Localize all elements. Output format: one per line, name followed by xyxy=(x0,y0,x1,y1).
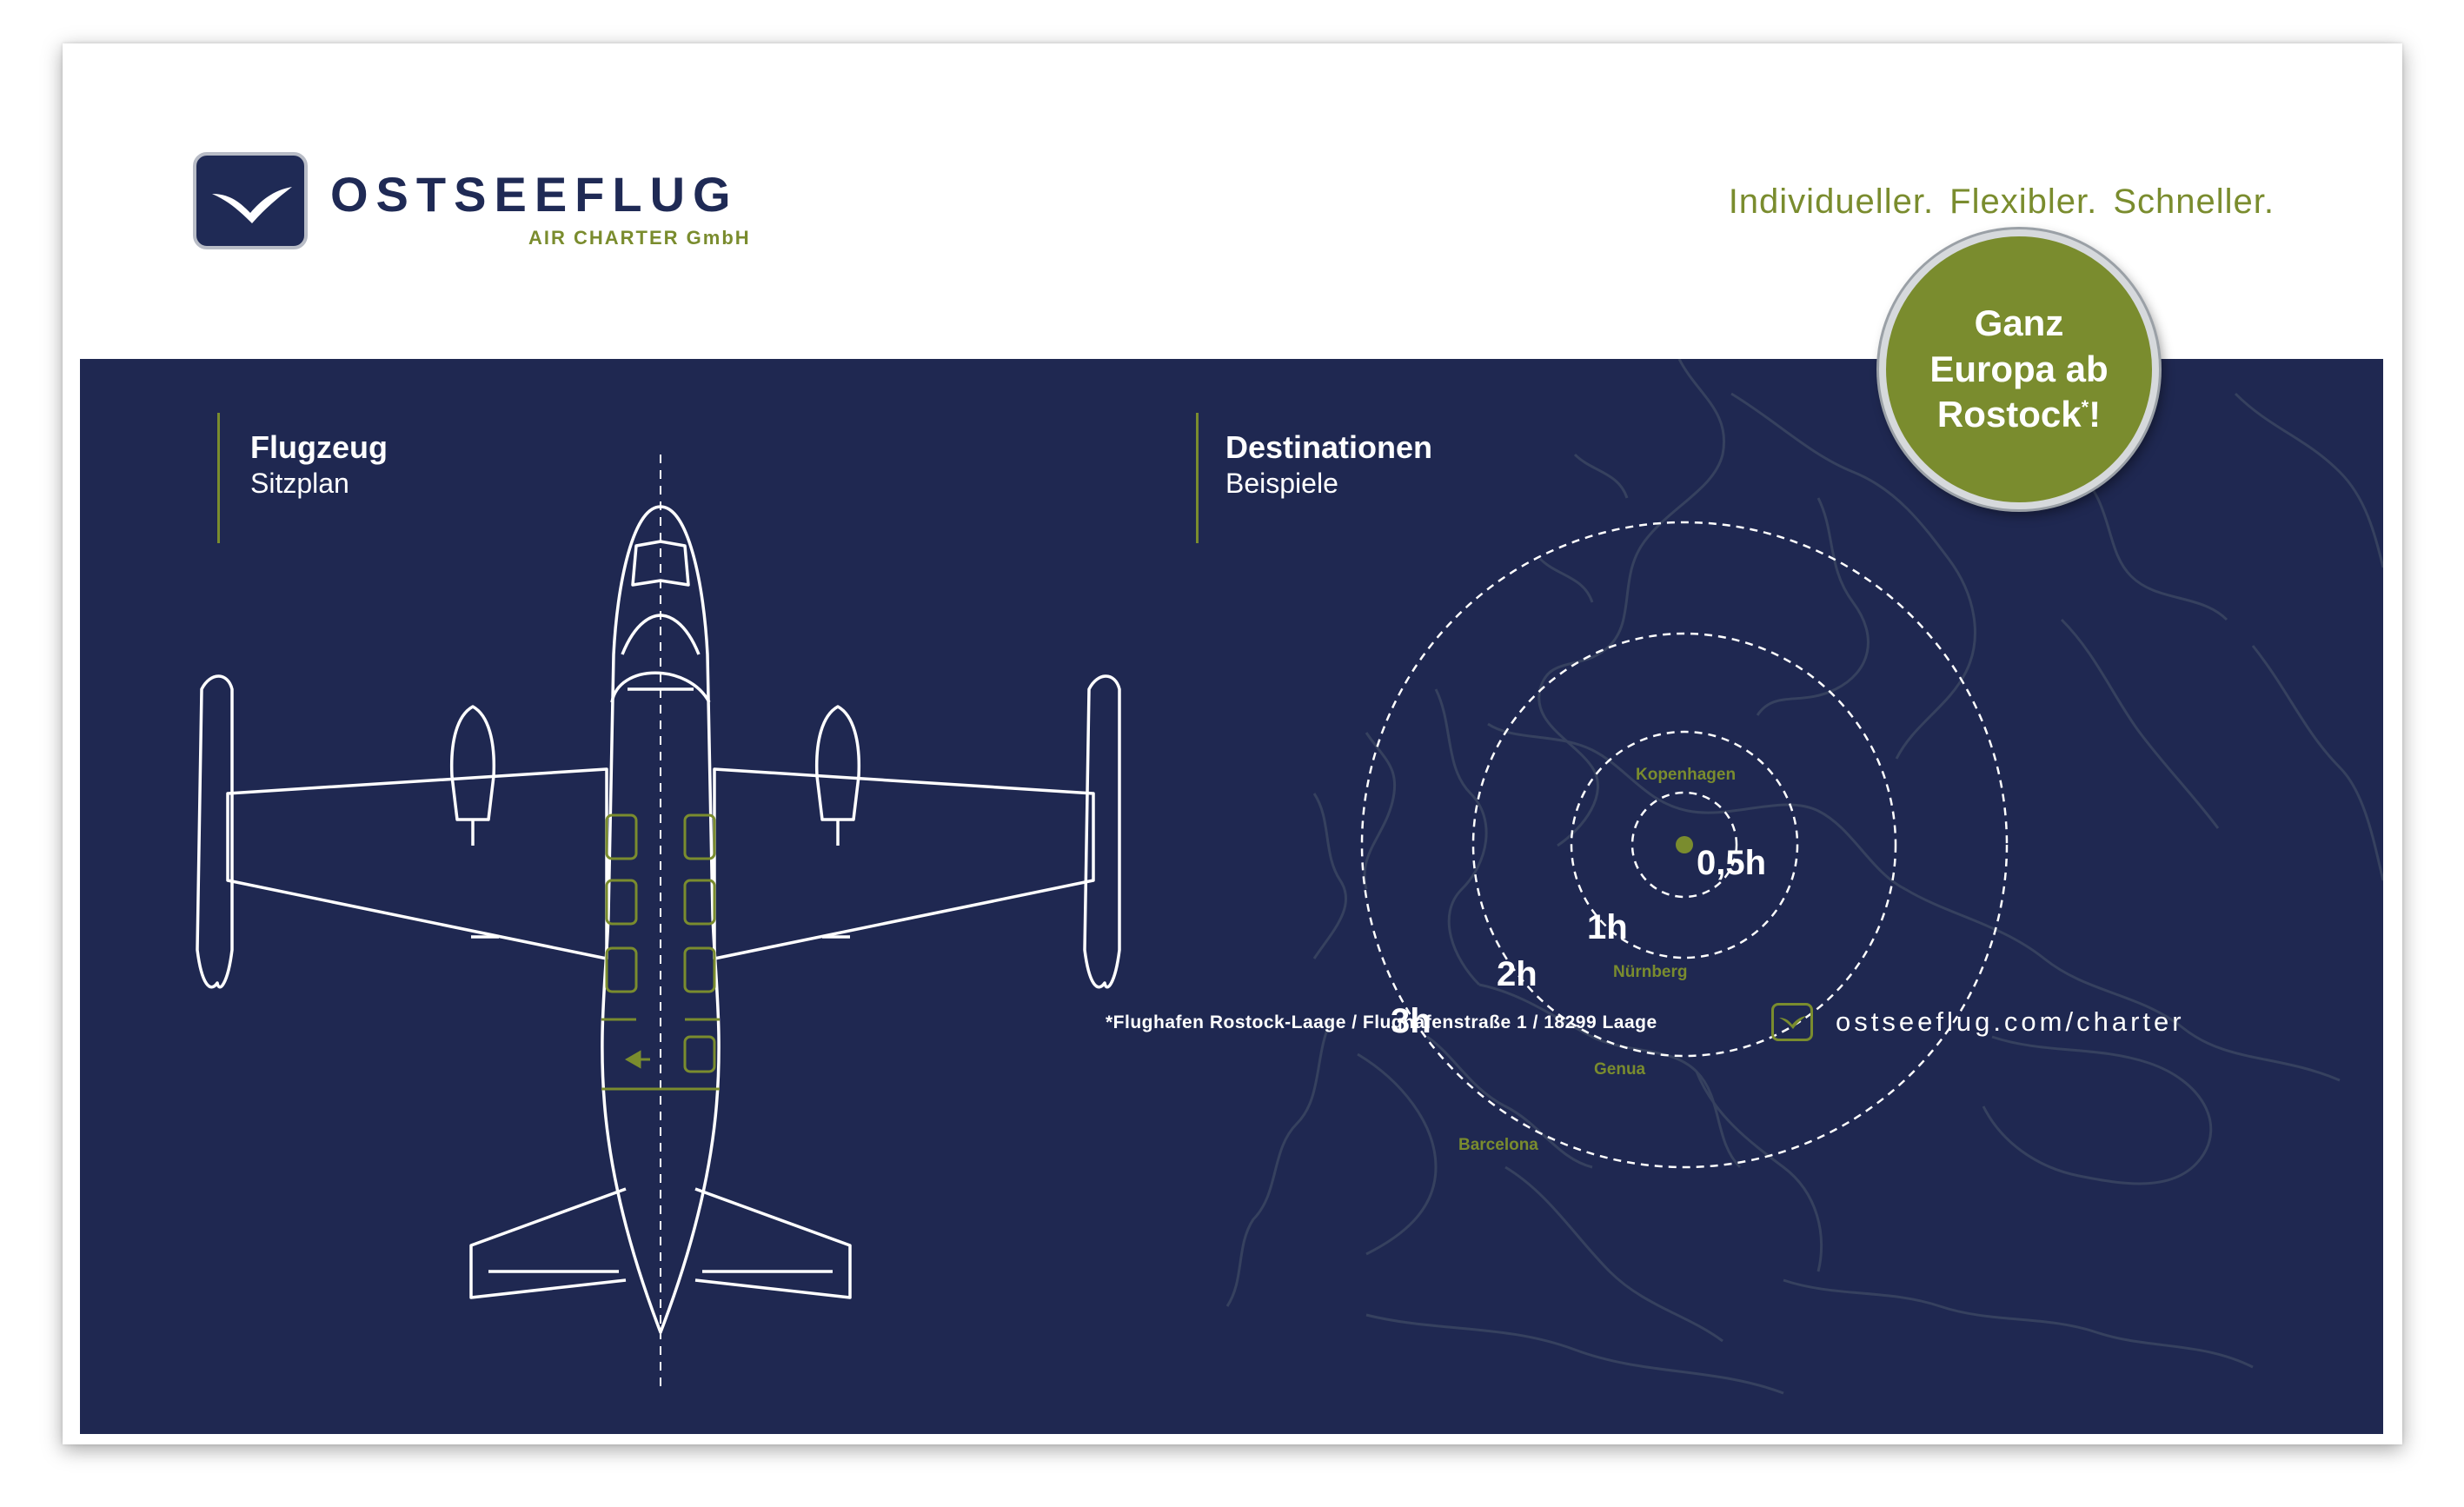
brand-subtitle: AIR CHARTER GmbH xyxy=(528,227,751,249)
airport-footnote: *Flughafen Rostock-Laage / Flughafenstra… xyxy=(1106,1012,1657,1032)
brand-name: OSTSEEFLUG xyxy=(330,167,739,222)
aircraft-section-title: Flugzeug xyxy=(250,429,388,465)
ring-0-5h xyxy=(1630,791,1738,899)
tagline: Individueller. Flexibler. Schneller. xyxy=(1728,183,2275,221)
ring-label-1h: 1h xyxy=(1587,908,1628,946)
aircraft-section-subtitle: Sitzplan xyxy=(250,468,349,499)
rostock-marker xyxy=(1676,836,1693,853)
badge-line-2: Europa ab xyxy=(1929,348,2109,389)
ring-label-3h: 3h xyxy=(1391,1002,1431,1040)
badge-exclaim: ! xyxy=(2089,394,2102,435)
info-panel: Flugzeug Sitzplan Destinationen Beispiel… xyxy=(80,359,2383,1434)
destinations-section-title: Destinationen xyxy=(1225,429,1433,465)
bird-wing-icon xyxy=(1779,1016,1806,1029)
aircraft-section-bar xyxy=(217,413,220,543)
ring-label-0-5h: 0,5h xyxy=(1697,844,1767,882)
ring-2h xyxy=(1471,632,1897,1058)
europe-map xyxy=(1225,359,2383,1395)
range-rings xyxy=(1360,521,2009,1169)
badge-rostock: Rostock xyxy=(1936,394,2082,435)
europe-badge: Ganz Europa ab Rostock*! xyxy=(1879,229,2159,509)
city-label-barcelona: Barcelona xyxy=(1458,1136,1538,1154)
ring-label-2h: 2h xyxy=(1497,955,1538,993)
city-label-kopenhagen: Kopenhagen xyxy=(1636,766,1737,784)
city-label-nuernberg: Nürnberg xyxy=(1613,963,1688,981)
destinations-section-bar xyxy=(1196,413,1199,543)
url-logo-icon xyxy=(1771,1003,1813,1041)
badge-asterisk: * xyxy=(2081,396,2089,419)
badge-line-1: Ganz xyxy=(1974,302,2064,344)
city-label-genua: Genua xyxy=(1594,1060,1646,1079)
seats xyxy=(601,813,720,1091)
ring-3h xyxy=(1360,521,2009,1169)
charter-url-link[interactable]: ostseeflug.com/charter xyxy=(1836,1006,2185,1037)
panel-artwork xyxy=(196,359,2383,1395)
badge-line-3: Rostock*! xyxy=(1929,392,2108,438)
bird-wing-icon xyxy=(212,187,292,223)
airplane-seat-plan xyxy=(196,455,1121,1393)
ring-1h xyxy=(1570,730,1799,959)
logo-mark xyxy=(193,152,308,249)
destinations-section-subtitle: Beispiele xyxy=(1225,468,1338,499)
